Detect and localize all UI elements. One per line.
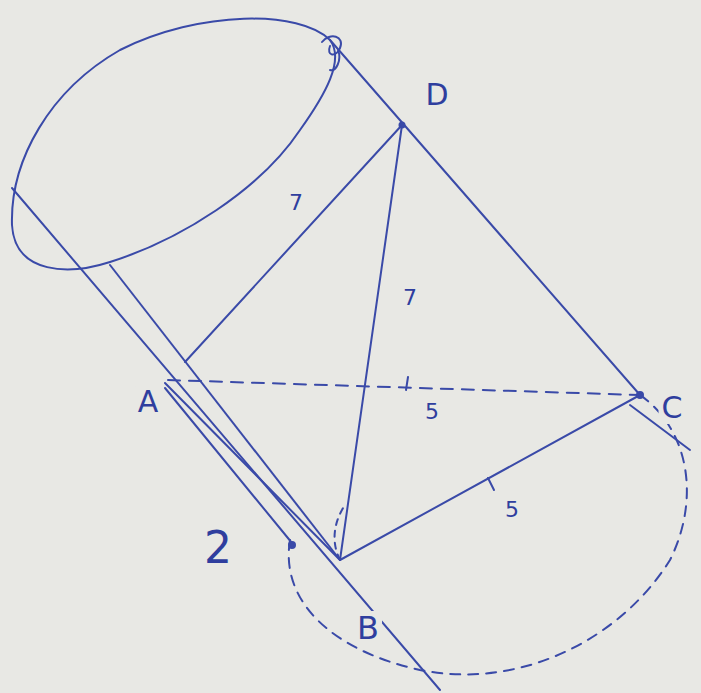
cylinder-side-line bbox=[12, 188, 440, 690]
vertex-dot bbox=[400, 123, 405, 128]
hidden-edge bbox=[335, 505, 345, 560]
vertex-dot bbox=[637, 392, 643, 398]
vertex-label: C bbox=[659, 392, 686, 424]
length-label: 2 bbox=[201, 525, 235, 571]
edge-line bbox=[340, 125, 402, 560]
edge-line bbox=[165, 383, 340, 560]
cylinder-bottom-ellipse bbox=[289, 395, 687, 674]
edge-line bbox=[185, 125, 402, 362]
length-label: 5 bbox=[502, 498, 522, 522]
cylinder-top-ellipse bbox=[12, 19, 335, 270]
length-label: 5 bbox=[422, 400, 442, 424]
edge-line bbox=[340, 395, 640, 560]
equal-tick bbox=[406, 377, 408, 390]
vertex-label: D bbox=[422, 79, 451, 111]
vertex-dot bbox=[289, 542, 295, 548]
length-label: 7 bbox=[286, 191, 306, 215]
cylinder-side-line bbox=[110, 265, 340, 560]
edge-line bbox=[165, 388, 292, 543]
hidden-edge bbox=[168, 380, 640, 395]
length-label: 7 bbox=[400, 286, 420, 310]
equal-tick bbox=[488, 478, 494, 490]
vertex-label: A bbox=[135, 386, 162, 418]
cylinder-side-line bbox=[330, 40, 640, 395]
vertex-label: B bbox=[354, 611, 382, 645]
